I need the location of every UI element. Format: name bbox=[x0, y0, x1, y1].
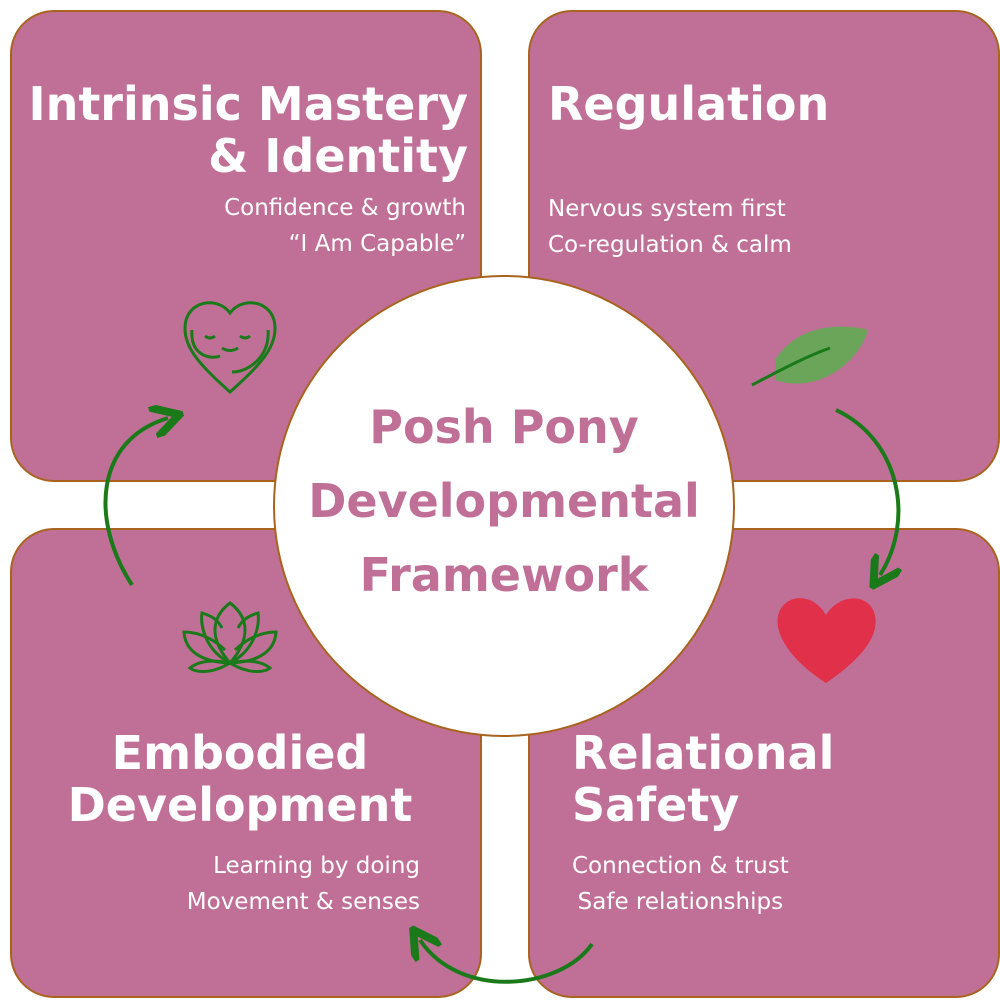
heart-icon bbox=[777, 598, 876, 683]
arrow-tr-to-br bbox=[835, 408, 898, 575]
center-circle bbox=[273, 275, 735, 737]
heart-hug-icon bbox=[183, 301, 277, 395]
title-regulation: Regulation bbox=[548, 77, 830, 131]
arrow-br-to-bl bbox=[420, 940, 594, 984]
arrow-bl-to-tl bbox=[103, 418, 168, 587]
lotus-icon bbox=[182, 601, 278, 673]
desc-intrinsic-mastery: Confidence & growth“I Am Capable” bbox=[224, 195, 466, 257]
title-intrinsic-mastery: Intrinsic Mastery& Identity bbox=[28, 77, 468, 183]
leaf-icon bbox=[751, 326, 868, 387]
